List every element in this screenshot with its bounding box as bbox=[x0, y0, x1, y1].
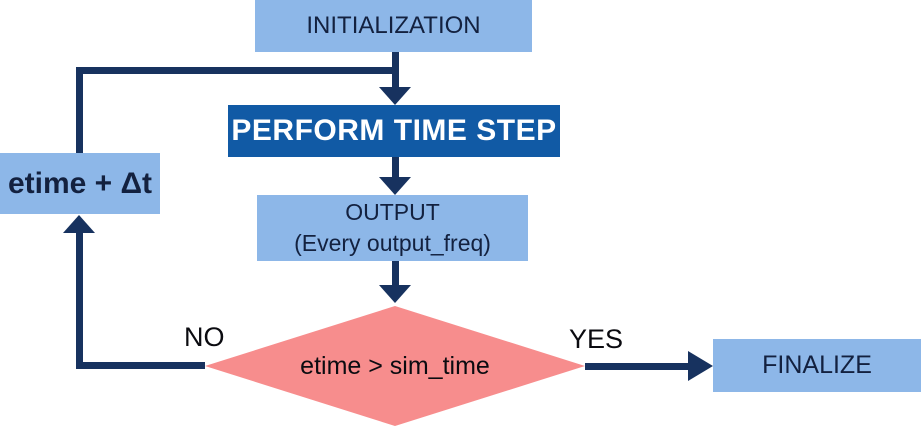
connector-no-horizontal bbox=[76, 362, 205, 369]
edge-label-no: NO bbox=[184, 322, 225, 352]
node-perform-time-step-label: PERFORM TIME STEP bbox=[231, 114, 557, 147]
node-output: OUTPUT (Every output_freq) bbox=[257, 195, 528, 261]
arrowhead-down-icon bbox=[379, 285, 411, 303]
node-increment-etime: etime + Δt bbox=[0, 153, 160, 214]
node-decision: etime > sim_time bbox=[205, 306, 585, 426]
node-initialization-label: INITIALIZATION bbox=[306, 12, 481, 39]
connector-output-to-decision bbox=[392, 261, 399, 287]
edge-label-yes: YES bbox=[569, 324, 624, 354]
node-finalize-label: FINALIZE bbox=[762, 351, 872, 379]
connector-no-vertical bbox=[76, 231, 83, 369]
arrowhead-right-icon bbox=[688, 351, 713, 381]
arrowhead-up-icon bbox=[63, 215, 95, 233]
node-initialization: INITIALIZATION bbox=[255, 0, 532, 52]
connector-loop-top bbox=[76, 67, 399, 74]
connector-perform-to-output bbox=[392, 157, 399, 179]
node-finalize: FINALIZE bbox=[713, 339, 921, 392]
node-output-label: OUTPUT bbox=[345, 198, 440, 225]
node-increment-etime-label: etime + Δt bbox=[7, 166, 153, 200]
arrowhead-down-icon bbox=[379, 87, 411, 105]
connector-yes-horizontal bbox=[585, 363, 689, 370]
node-decision-label: etime > sim_time bbox=[300, 351, 490, 380]
node-output-sublabel: (Every output_freq) bbox=[294, 230, 491, 256]
arrowhead-down-icon bbox=[379, 177, 411, 195]
connector-loop-left-upper bbox=[76, 67, 83, 153]
node-perform-time-step: PERFORM TIME STEP bbox=[228, 105, 560, 157]
